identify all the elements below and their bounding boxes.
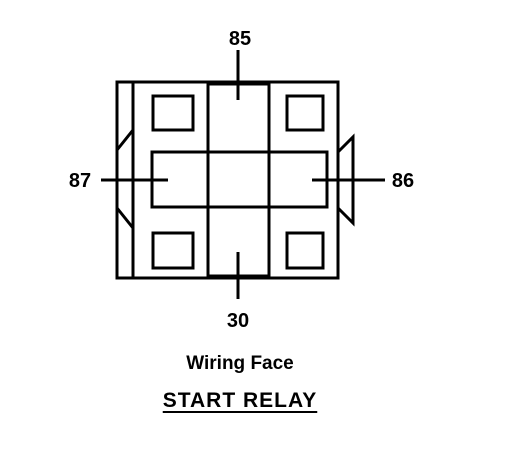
pin-30-label: 30	[227, 310, 249, 332]
cavity-top-left	[151, 94, 195, 132]
pin-86-label: 86	[392, 170, 414, 192]
cavity-bottom-left	[151, 231, 195, 270]
pin-87-label: 87	[69, 170, 91, 192]
pin-85-label: 85	[229, 28, 251, 50]
cavity-bottom-right	[285, 231, 325, 270]
terminal-cavity-center	[206, 150, 271, 209]
diagram-title: START RELAY	[0, 389, 480, 413]
cavity-top-right	[285, 94, 325, 132]
left-latch-upper	[115, 129, 135, 151]
left-latch-lower	[115, 207, 135, 229]
diagram-title-text: START RELAY	[162, 389, 318, 412]
diagram-caption: Wiring Face	[186, 353, 294, 374]
